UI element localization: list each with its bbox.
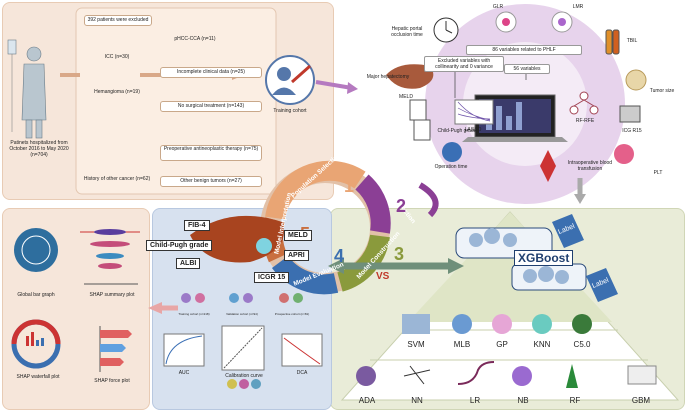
blood-label: Intraoperative blood transfusion [567,160,613,172]
shap-force-plot [99,326,132,372]
icg-icon [619,105,641,123]
model-ada: ADA [358,396,376,405]
hospitalized-label: Patinets hospitalized from October 2016 … [9,140,69,158]
exclusion-antineoplastic: Preoperative antineoplastic therapy (n=7… [160,145,262,161]
feature-meld: MELD [284,230,312,241]
model-mlb: MLB [453,340,471,349]
vs-label: VS [376,271,390,282]
tbil-label: TBIL [626,38,638,44]
exclusion-incomplete: Incomplete clinical data (n=25) [160,67,262,78]
stage-number-1: 1 [344,176,355,196]
exclusion-other-cancer: History of other cancer (n=62) [83,176,151,182]
plt-label: PLT [653,170,663,176]
exclusion-no-surgery: No surgical treatment (n=143) [160,101,262,112]
child-pugh-doc-icon [413,119,431,141]
glr-label: GLR [492,4,504,10]
cohort-icons [181,293,303,303]
training-cohort-icon [265,55,315,105]
model-icons-row1 [402,314,592,334]
feature-icgr15: ICGR 15 [254,272,290,283]
stage-number-3: 3 [394,244,405,264]
feature-apri: APRI [284,250,309,261]
rfrfe-label: RF-RFE [575,118,595,124]
blood-icon [540,150,556,182]
global-bar-graph [14,228,58,272]
training-cohort-label: Training cohort [273,108,307,114]
operation-time-label: Operation time [434,164,468,170]
calibration-label: Calibration curve [225,373,263,379]
tumor-size-label: Tumor size [649,88,675,94]
lasso-label: LASSO [464,127,482,133]
feature-child-pugh: Child-Pugh grade [146,240,213,251]
cohort-training: Training cohort (n=218) [178,312,210,316]
exclusion-icc: ICC (n=30) [104,54,130,60]
auc-label: AUC [178,370,190,376]
model-rf: RF [569,396,581,405]
excluded-box: 392 patients were excluded [84,15,152,26]
patient-icon [7,39,47,139]
shap-waterfall-label: SHAP waterfall plot [16,374,60,380]
model-nn: NN [411,396,423,405]
model-knn: KNN [533,340,551,349]
people-icons [227,379,261,389]
feature-albi: ALBI [176,258,201,269]
exclusion-hemangioma: Hemangioma (n=19) [94,89,140,95]
lmr-label: LMR [572,4,584,10]
major-label: Major hepatectomy [366,74,410,80]
meld-doc-icon [409,99,427,121]
meld-label: MELD [399,94,413,100]
model-icons-row2 [356,361,657,388]
shap-waterfall-plot [11,319,61,369]
shap-summary-plot [80,229,140,285]
auc-plot [163,333,205,367]
flow-excluded-variables: Excluded variables with collinearity and… [424,56,504,72]
feature-fib4: FIB-4 [184,220,210,231]
stage-number-2: 2 [396,196,407,216]
tumor-icon [625,69,647,91]
shap-force-label: SHAP force plot [94,378,130,384]
operation-time-icon [442,142,462,162]
model-gbm: GBM [631,396,651,405]
exclusion-other-benign: Other benign tumors (n=27) [160,176,262,187]
model-lr: LR [469,396,481,405]
icg-label: ICG R15 [622,128,642,134]
dca-label: DCA [296,370,308,376]
shap-summary-label: SHAP summary plot [89,292,135,298]
xgboost-label: XGBoost [514,250,574,266]
cohort-prospective: Prospective cohort (n=81) [274,312,310,316]
stage-number-4: 4 [334,246,345,266]
exclusion-phcc: pHCC-CCA (n=11) [174,36,216,42]
model-gp: GP [496,340,508,349]
hepatic-portal-label: Hepatic portal occlusion time [391,26,423,38]
flow-56-variables: 56 variables [504,64,550,74]
rfrfe-icon [569,91,599,115]
model-c50: C5.0 [573,340,591,349]
model-svm: SVM [407,340,425,349]
cohort-validation: Validation cohort (n=94) [226,312,258,316]
child-pugh-label: Child-Pugh grade [437,128,477,134]
tbil-icon [605,29,613,55]
flow-86-variables: 86 variables related to PHLF [466,45,582,55]
plt-icon [614,144,634,164]
global-bar-label: Global bar graph [17,292,55,298]
liver-icon [386,64,434,89]
model-nb: NB [517,396,529,405]
